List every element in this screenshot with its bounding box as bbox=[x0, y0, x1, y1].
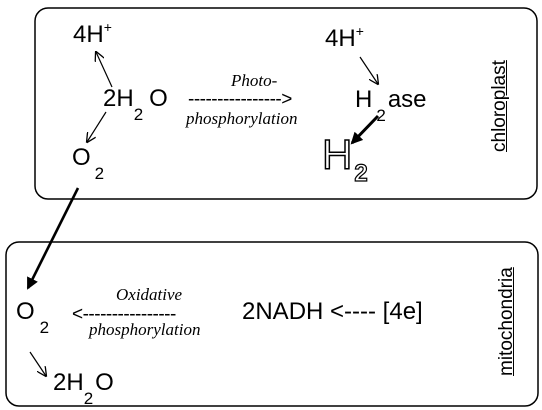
chloroplast-h-plus-right-text: 4H bbox=[325, 25, 356, 52]
chloroplast-label: chloroplast bbox=[489, 60, 510, 152]
chloroplast-oxygen-o: O bbox=[72, 144, 91, 171]
oxidative-label-bottom: phosphorylation bbox=[89, 320, 201, 339]
mitochondria-water-o: O bbox=[95, 369, 114, 396]
hydrogen-gas-sub: 2 bbox=[354, 160, 369, 187]
chloroplast-oxygen-sub: 2 bbox=[94, 164, 105, 183]
chloroplast-h-plus-left-text: 4H bbox=[73, 21, 104, 48]
hydrogenase-h: H bbox=[355, 86, 373, 113]
arrow-oxygen-transfer bbox=[26, 187, 80, 290]
chloroplast-oxygen: O2 bbox=[72, 144, 105, 183]
chloroplast-water-sub: 2 bbox=[133, 105, 144, 124]
hydrogenase: H2ase bbox=[355, 86, 427, 125]
chloroplast-h-plus-left: 4H+ bbox=[73, 20, 112, 47]
mitochondria-oxygen-o: O bbox=[16, 298, 35, 325]
chloroplast-h-plus-left-charge: + bbox=[103, 19, 112, 35]
hydrogen-gas: H2 bbox=[321, 131, 369, 187]
photo-label-bottom: phosphorylation bbox=[186, 109, 298, 128]
photo-label-top: Photo- bbox=[231, 71, 278, 90]
mitochondria-oxygen-sub: 2 bbox=[39, 318, 50, 337]
mitochondria-label: mitochondria bbox=[496, 267, 517, 376]
mitochondria-oxygen: O2 bbox=[16, 298, 50, 337]
nadh-electrons: 2NADH <---- [4e] bbox=[242, 298, 423, 325]
mitochondria-water: 2H2O bbox=[53, 369, 114, 408]
arrow-h-plus-to-hydrogenase bbox=[359, 56, 378, 84]
chloroplast-water: 2H2O bbox=[103, 85, 168, 124]
mitochondria-water-sub: 2 bbox=[83, 389, 94, 408]
oxidative-arrow: <---------------- bbox=[72, 304, 176, 325]
chloroplast-box bbox=[34, 7, 538, 200]
arrow-water-to-oxygen bbox=[87, 111, 107, 142]
arrow-oxygen-to-water bbox=[29, 351, 46, 376]
mitochondria-box bbox=[5, 241, 539, 407]
arrow-hydrogenase-to-h2 bbox=[350, 114, 380, 145]
arrow-water-to-h-plus bbox=[96, 52, 113, 88]
photo-arrow: ----------------> bbox=[188, 89, 292, 110]
chloroplast-water-h: 2H bbox=[103, 85, 134, 112]
hydrogenase-sub: 2 bbox=[376, 106, 386, 125]
hydrogen-gas-h: H bbox=[321, 131, 353, 178]
mitochondria-water-h: 2H bbox=[53, 369, 84, 396]
hydrogenase-rest: ase bbox=[387, 86, 427, 113]
chloroplast-h-plus-right: 4H+ bbox=[325, 24, 364, 51]
chloroplast-water-o: O bbox=[149, 85, 168, 112]
oxidative-label-top: Oxidative bbox=[116, 285, 183, 304]
chloroplast-h-plus-right-charge: + bbox=[355, 23, 364, 39]
